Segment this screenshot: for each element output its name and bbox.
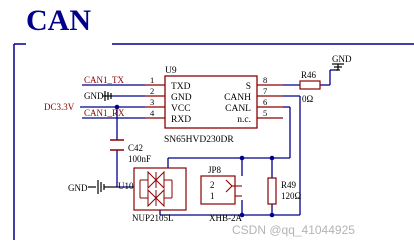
u9-pin7-num: 7: [263, 86, 267, 96]
gnd-icon-c42: [88, 180, 117, 194]
jp8-pin2: 2: [210, 180, 215, 190]
u10-part: NUP2105L: [132, 213, 174, 223]
net-gnd-u9: GND: [84, 91, 104, 101]
c42-capacitor-icon: [110, 139, 124, 151]
u9-pin6-name: CANL: [225, 104, 251, 114]
junctions: [114, 104, 275, 218]
r49-body: [267, 177, 277, 205]
u9-ref: U9: [165, 66, 177, 76]
r46-body: [299, 80, 321, 90]
jp8-part: XHB-2A: [209, 213, 242, 223]
tvs-diode-icon: [139, 170, 173, 208]
net-can1-tx: CAN1_TX: [84, 75, 124, 85]
jp8-body: [200, 175, 236, 205]
net-dc33v: DC3.3V: [44, 102, 75, 112]
net-gnd-r46: GND: [332, 54, 352, 64]
gnd-icon-u9: [103, 91, 112, 101]
u9-pin7-name: CANH: [224, 93, 251, 103]
u9-pin5-num: 5: [263, 108, 267, 118]
u9-pin3-num: 3: [150, 97, 154, 107]
u10-ref: U10: [118, 181, 134, 191]
u9-pin1-num: 1: [150, 75, 154, 85]
r46-ref: R46: [301, 70, 317, 80]
watermark: CSDN @qq_41044925: [232, 223, 355, 237]
c42-ref: C42: [128, 143, 143, 153]
u9-pin8-num: 8: [263, 75, 267, 85]
c42-value: 100nF: [128, 154, 151, 164]
jp8-ref: JP8: [208, 165, 222, 175]
u9-pin4-num: 4: [150, 108, 155, 118]
jp8-pin1: 1: [210, 191, 215, 201]
u9-body: [164, 75, 258, 129]
u9-pin1-name: TXD: [171, 82, 191, 92]
wires: [80, 69, 338, 216]
net-gnd-c42: GND: [68, 183, 88, 193]
u9-pin6-num: 6: [263, 97, 267, 107]
section-title: CAN: [26, 4, 91, 37]
gnd-icon-r46: [332, 63, 344, 71]
u9-pin-stubs: [145, 84, 283, 119]
u9-pin3-name: VCC: [171, 104, 191, 114]
u9-pin8-name: S: [246, 82, 251, 92]
r46-value: 0Ω: [302, 94, 314, 104]
u9-pin2-name: GND: [171, 93, 192, 103]
r49-value: 120Ω: [281, 191, 302, 201]
net-can1-rx: CAN1_RX: [84, 108, 125, 118]
u9-part: SN65HVD230DR: [164, 135, 234, 145]
r49-ref: R49: [281, 180, 297, 190]
sheet-frame: [13, 43, 414, 240]
connector-pin-icon: [225, 179, 242, 197]
u9-pin4-name: RXD: [171, 115, 191, 125]
u9-pin2-num: 2: [150, 86, 154, 96]
u9-pin5-name: n.c.: [237, 115, 251, 125]
u10-body: [133, 167, 187, 211]
